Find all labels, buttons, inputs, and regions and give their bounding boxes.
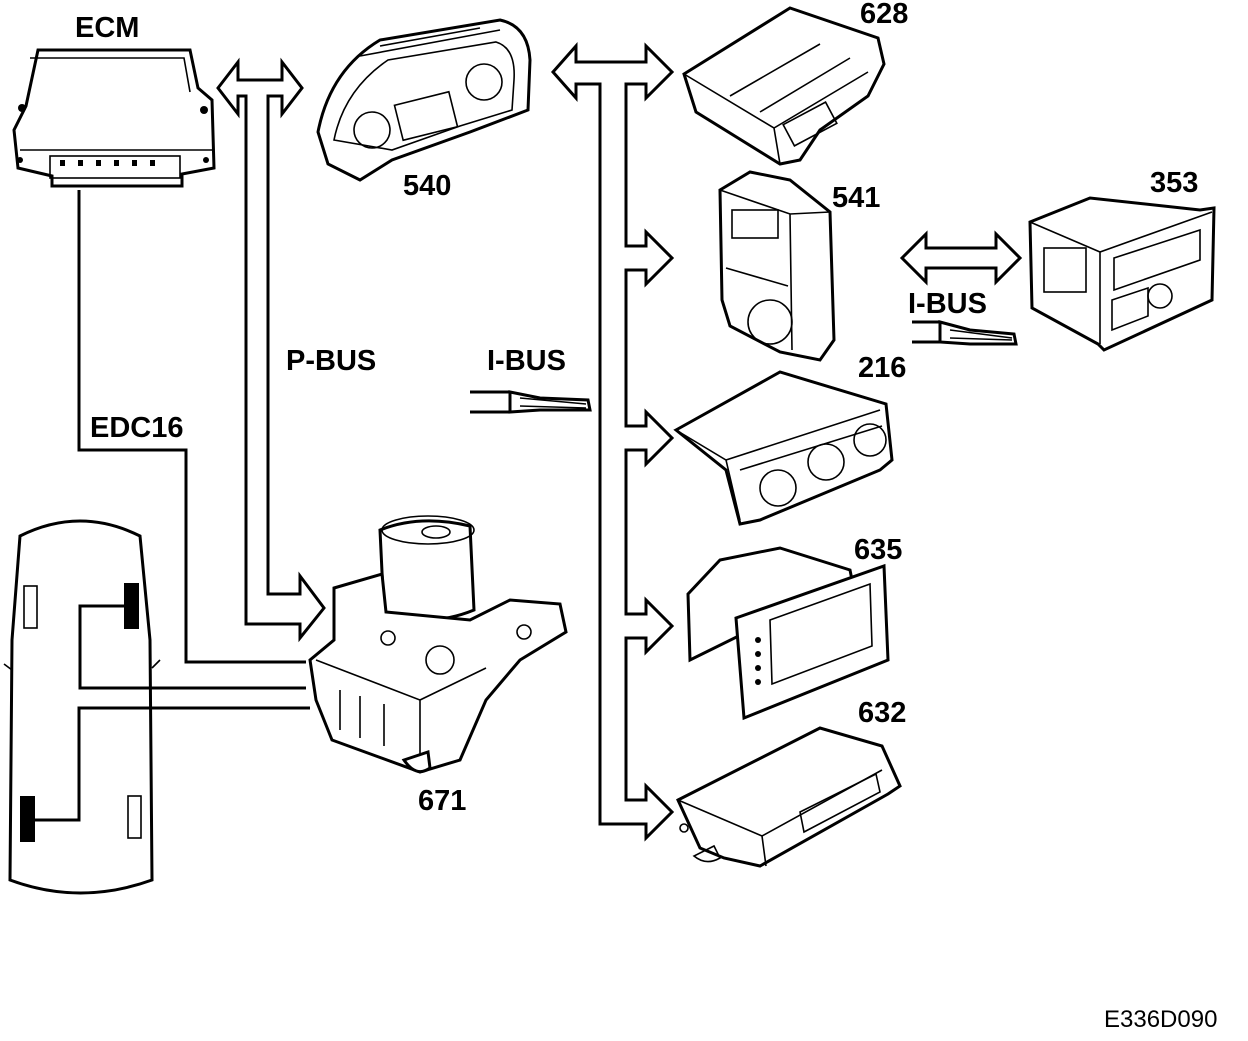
ref-216: 216 <box>858 352 907 384</box>
p-bus-label: P-BUS <box>286 345 377 377</box>
p-bus-arrow <box>216 57 326 643</box>
edc16-label: EDC16 <box>90 412 184 444</box>
i-bus-center-label: I-BUS <box>487 345 566 377</box>
ref-540: 540 <box>403 170 452 202</box>
rear-wheel-sensor-line <box>34 706 310 822</box>
front-wheel-sensor-line <box>78 604 306 690</box>
i-bus-right-arrow <box>899 230 1023 286</box>
i-bus-connector-center <box>470 390 592 414</box>
module-632 <box>676 726 902 868</box>
ref-635: 635 <box>854 534 903 566</box>
module-541 <box>718 170 836 362</box>
instrument-cluster-540 <box>316 18 532 182</box>
ref-541: 541 <box>832 182 881 214</box>
display-unit-635 <box>686 546 890 721</box>
figure-code: E336D090 <box>1104 1006 1218 1033</box>
ref-628: 628 <box>860 0 909 30</box>
ref-353: 353 <box>1150 167 1199 199</box>
ecm-module <box>12 48 216 188</box>
ecm-label: ECM <box>75 12 140 44</box>
i-bus-tree <box>550 42 675 842</box>
ref-671: 671 <box>418 785 467 817</box>
edc16-line <box>77 190 306 664</box>
i-bus-connector-right <box>912 320 1018 346</box>
climate-panel-216 <box>673 370 894 526</box>
module-628 <box>682 6 886 166</box>
radio-353 <box>1028 196 1216 352</box>
i-bus-right-label: I-BUS <box>908 288 987 320</box>
ref-632: 632 <box>858 697 907 729</box>
abs-unit-671 <box>308 515 568 774</box>
